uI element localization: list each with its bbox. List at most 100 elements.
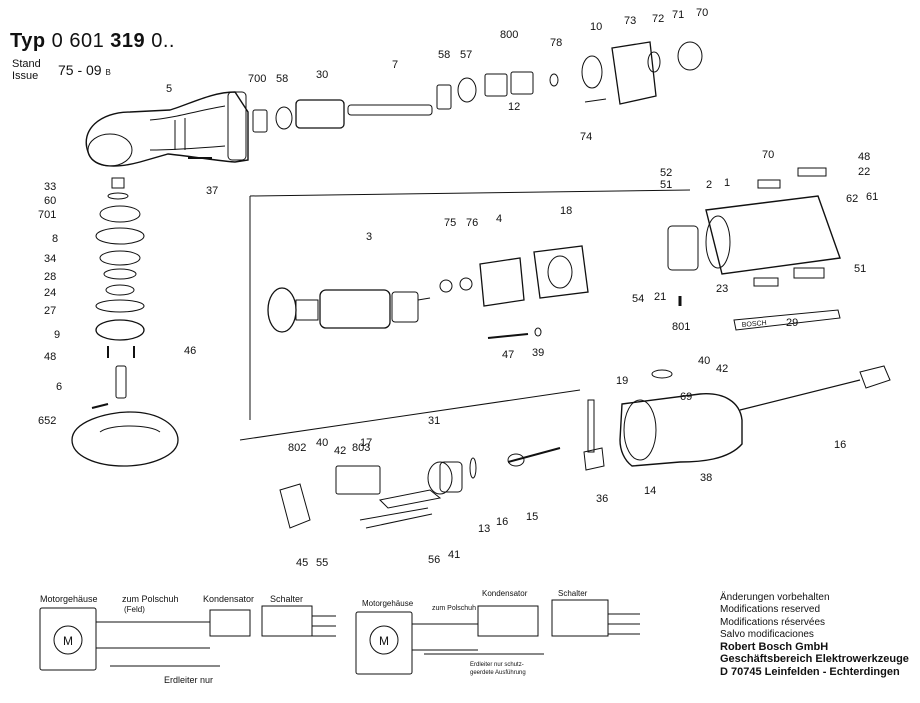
part-number-label: 800 xyxy=(500,29,518,41)
part-number-label: 16 xyxy=(834,439,846,451)
part-number-label: 62 xyxy=(846,193,858,205)
note-line-2: Modifications reserved xyxy=(720,604,821,616)
part-number-label: 74 xyxy=(580,131,592,143)
bosch-label: BOSCH xyxy=(742,320,767,329)
part-number-label: 73 xyxy=(624,15,636,27)
part-number-label: 72 xyxy=(652,13,664,25)
part-number-label: 18 xyxy=(560,205,572,217)
part-number-label: 47 xyxy=(502,349,514,361)
part-number-label: 69 xyxy=(680,391,692,403)
part-number-label: 1 xyxy=(724,177,730,189)
part-number-label: 14 xyxy=(644,485,656,497)
wl-polschuh: zum Polschuh xyxy=(122,594,179,604)
typ-suffix: 0.. xyxy=(151,30,175,52)
part-number-label: 78 xyxy=(550,37,562,49)
part-number-label: 27 xyxy=(44,305,56,317)
wl-erdleiter: Erdleiter nur xyxy=(164,675,213,685)
part-number-label: 34 xyxy=(44,253,56,265)
issue-label: Issue xyxy=(12,70,39,82)
typ-bold: 319 xyxy=(110,30,146,52)
part-number-label: 30 xyxy=(316,69,328,81)
part-number-label: 76 xyxy=(466,217,478,229)
part-number-label: 2 xyxy=(706,179,712,191)
wr-polschuh: zum Polschuh xyxy=(432,605,476,612)
wl-kondensator: Kondensator xyxy=(203,594,254,604)
part-number-label: 55 xyxy=(316,557,328,569)
part-number-label: 51 xyxy=(660,179,672,191)
wr-motorgehaeuse: Motorgehäuse xyxy=(362,599,414,608)
note-line-4: Salvo modificaciones xyxy=(720,628,814,640)
part-number-label: 15 xyxy=(526,511,538,523)
part-number-label: 48 xyxy=(858,151,870,163)
part-number-label: 6 xyxy=(56,381,62,393)
note-line-1: Änderungen vorbehalten xyxy=(720,592,830,603)
part-number-label: 22 xyxy=(858,166,870,178)
part-number-label: 19 xyxy=(616,375,628,387)
stand-label: Stand xyxy=(12,58,41,70)
part-number-label: 38 xyxy=(700,472,712,484)
typ-number: 0 601 xyxy=(51,30,105,52)
wl-schalter: Schalter xyxy=(270,594,303,604)
part-number-label: 802 xyxy=(288,442,306,454)
part-number-label: 5 xyxy=(166,83,172,95)
part-number-label: 23 xyxy=(716,283,728,295)
part-number-label: 46 xyxy=(184,345,196,357)
part-number-label: 51 xyxy=(854,263,866,275)
part-number-label: 700 xyxy=(248,73,266,85)
type-number: Typ 0 601 319 0.. xyxy=(10,30,175,53)
part-number-label: 40 xyxy=(316,437,328,449)
division-name: Geschäftsbereich Elektrowerkzeuge xyxy=(720,653,909,666)
part-number-label: 12 xyxy=(508,101,520,113)
part-number-label: 70 xyxy=(696,7,708,19)
part-number-label: 71 xyxy=(672,9,684,21)
part-number-label: 31 xyxy=(428,415,440,427)
part-number-label: 42 xyxy=(334,445,346,457)
part-number-label: 16 xyxy=(496,516,508,528)
part-number-label: 70 xyxy=(762,149,774,161)
part-number-label: 48 xyxy=(44,351,56,363)
company-address: D 70745 Leinfelden - Echterdingen xyxy=(720,665,900,678)
part-number-label: 61 xyxy=(866,191,878,203)
stand-value-text: 75 - 09 xyxy=(58,62,102,78)
part-number-label: 58 xyxy=(438,49,450,61)
part-number-label: 75 xyxy=(444,217,456,229)
part-number-label: 21 xyxy=(654,291,666,303)
notes-block: Änderungen vorbehalten Modifications res… xyxy=(720,592,909,678)
part-number-label: 29 xyxy=(786,317,798,329)
part-number-label: 10 xyxy=(590,21,602,33)
stand-suffix: B xyxy=(105,68,111,77)
part-number-label: 45 xyxy=(296,557,308,569)
part-number-label: 3 xyxy=(366,231,372,243)
part-number-label: 801 xyxy=(672,321,690,333)
part-number-label: 33 xyxy=(44,181,56,193)
stand-value: 75 - 09 B xyxy=(58,62,111,78)
typ-label: Typ xyxy=(10,30,46,52)
wr-motor: M xyxy=(379,634,389,648)
part-number-label: 58 xyxy=(276,73,288,85)
wl-motorgehaeuse: Motorgehäuse xyxy=(40,594,98,604)
wl-motor: M xyxy=(63,634,73,648)
part-number-label: 9 xyxy=(54,329,60,341)
part-number-label: 8 xyxy=(52,233,58,245)
part-number-label: 7 xyxy=(392,59,398,71)
part-number-label: 24 xyxy=(44,287,56,299)
part-number-label: 60 xyxy=(44,195,56,207)
part-number-label: 37 xyxy=(206,185,218,197)
part-number-label: 42 xyxy=(716,363,728,375)
part-number-label: 39 xyxy=(532,347,544,359)
part-number-label: 13 xyxy=(478,523,490,535)
part-number-label: 57 xyxy=(460,49,472,61)
company-name: Robert Bosch GmbH xyxy=(720,641,829,654)
part-number-label: 36 xyxy=(596,493,608,505)
part-number-label: 17 xyxy=(360,437,372,449)
part-number-label: 652 xyxy=(38,415,56,427)
wr-kondensator: Kondensator xyxy=(482,589,528,598)
part-number-label: 4 xyxy=(496,213,502,225)
wr-schalter: Schalter xyxy=(558,589,588,598)
note-line-3: Modifications réservées xyxy=(720,616,826,628)
part-number-label: 52 xyxy=(660,167,672,179)
wr-erdleiter1: Erdleiter nur schutz- xyxy=(470,662,524,668)
part-number-label: 56 xyxy=(428,554,440,566)
